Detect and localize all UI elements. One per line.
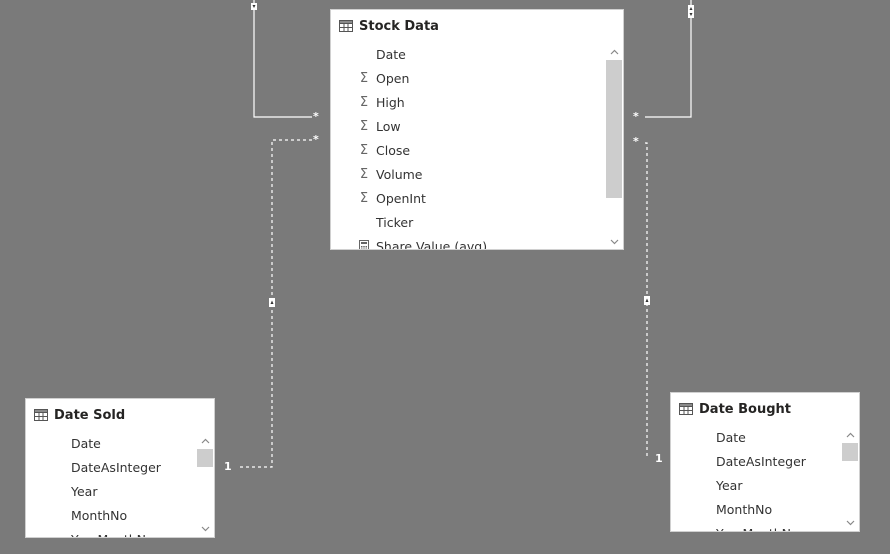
scroll-down-arrow[interactable]: [196, 522, 214, 536]
field-row[interactable]: Σ Open: [331, 66, 605, 90]
scroll-thumb[interactable]: [197, 449, 213, 467]
chevron-down-icon: [201, 526, 209, 532]
field-list: DateDateAsIntegerYearMonthNoYearMonthNo: [671, 425, 841, 532]
field-row[interactable]: DateAsInteger: [671, 449, 841, 473]
field-label: Year: [71, 483, 98, 499]
table-icon: [34, 409, 48, 421]
field-row[interactable]: Year: [671, 473, 841, 497]
cardinality-one-date-bought: 1: [655, 452, 663, 465]
relationship-line-top-right: [645, 0, 692, 118]
field-row[interactable]: DateAsInteger: [26, 455, 196, 479]
cardinality-many-top-left: *: [313, 110, 319, 123]
field-row[interactable]: Date: [26, 431, 196, 455]
cardinality-many-date-sold: *: [313, 133, 319, 146]
field-label: MonthNo: [716, 501, 773, 517]
table-title: Stock Data: [359, 18, 439, 34]
sigma-icon: Σ: [359, 70, 369, 86]
field-label: DateAsInteger: [716, 453, 806, 469]
scroll-up-arrow[interactable]: [605, 45, 623, 59]
field-label: MonthNo: [71, 507, 128, 523]
table-header[interactable]: Stock Data: [331, 10, 623, 42]
field-row[interactable]: Σ OpenInt: [331, 186, 605, 210]
chevron-down-icon: [846, 520, 854, 526]
field-row[interactable]: Year: [26, 479, 196, 503]
chevron-up-icon: [846, 432, 854, 438]
scroll-down-arrow[interactable]: [841, 516, 859, 530]
sigma-icon: Σ: [359, 166, 369, 182]
scrollbar[interactable]: [841, 425, 859, 531]
field-row[interactable]: Ticker: [331, 210, 605, 234]
chevron-up-icon: [610, 49, 618, 55]
field-label: Share Value (avg): [376, 238, 488, 250]
field-row[interactable]: Share Value (avg): [331, 234, 605, 249]
sigma-icon: Σ: [359, 142, 369, 158]
calculator-icon: [357, 239, 371, 249]
field-label: Low: [376, 118, 401, 134]
table-header[interactable]: Date Sold: [26, 399, 214, 431]
field-label: Volume: [376, 166, 423, 182]
table-title: Date Sold: [54, 407, 126, 423]
field-row[interactable]: Σ High: [331, 90, 605, 114]
sigma-icon: Σ: [359, 94, 369, 110]
field-label: Date: [71, 435, 101, 451]
table-icon: [339, 20, 353, 32]
field-label: Date: [376, 46, 406, 62]
field-row[interactable]: Date: [331, 42, 605, 66]
field-row[interactable]: MonthNo: [671, 497, 841, 521]
table-card-date-sold[interactable]: Date Sold DateDateAsIntegerYearMonthNoYe…: [25, 398, 215, 538]
field-row[interactable]: MonthNo: [26, 503, 196, 527]
table-header[interactable]: Date Bought: [671, 393, 859, 425]
field-row[interactable]: Σ Low: [331, 114, 605, 138]
table-title: Date Bought: [699, 401, 791, 417]
scroll-up-arrow[interactable]: [841, 428, 859, 442]
field-label: Open: [376, 70, 410, 86]
relationship-line-date-bought: [645, 142, 648, 458]
cardinality-one-date-sold: 1: [224, 460, 232, 473]
sigma-icon: Σ: [359, 118, 369, 134]
field-label: High: [376, 94, 405, 110]
relationship-line-top-left: [253, 0, 312, 118]
field-label: DateAsInteger: [71, 459, 161, 475]
scrollbar[interactable]: [196, 431, 214, 537]
relationship-arrow-top-right: [688, 5, 694, 18]
field-label: Year: [716, 477, 743, 493]
relationship-line-date-sold: [238, 139, 312, 468]
arrow-glyph: [689, 7, 693, 16]
scrollbar[interactable]: [605, 42, 623, 249]
scroll-up-arrow[interactable]: [196, 434, 214, 448]
arrow-glyph: [270, 300, 274, 304]
scroll-down-arrow[interactable]: [605, 235, 623, 249]
arrow-glyph: [252, 5, 256, 8]
cardinality-many-date-bought: *: [633, 135, 639, 148]
field-label: OpenInt: [376, 190, 426, 206]
arrow-glyph: [645, 298, 649, 302]
field-row[interactable]: Date: [671, 425, 841, 449]
sigma-icon: Σ: [359, 190, 369, 206]
field-list: DateDateAsIntegerYearMonthNoYearMonthNo: [26, 431, 196, 538]
field-label: Ticker: [376, 214, 414, 230]
scroll-thumb[interactable]: [606, 60, 622, 198]
field-label: Close: [376, 142, 411, 158]
field-label: Date: [716, 429, 746, 445]
field-row[interactable]: Σ Close: [331, 138, 605, 162]
cardinality-many-top-right: *: [633, 110, 639, 123]
chevron-down-icon: [610, 239, 618, 245]
chevron-up-icon: [201, 438, 209, 444]
field-row[interactable]: Σ Volume: [331, 162, 605, 186]
table-icon: [679, 403, 693, 415]
scroll-thumb[interactable]: [842, 443, 858, 461]
